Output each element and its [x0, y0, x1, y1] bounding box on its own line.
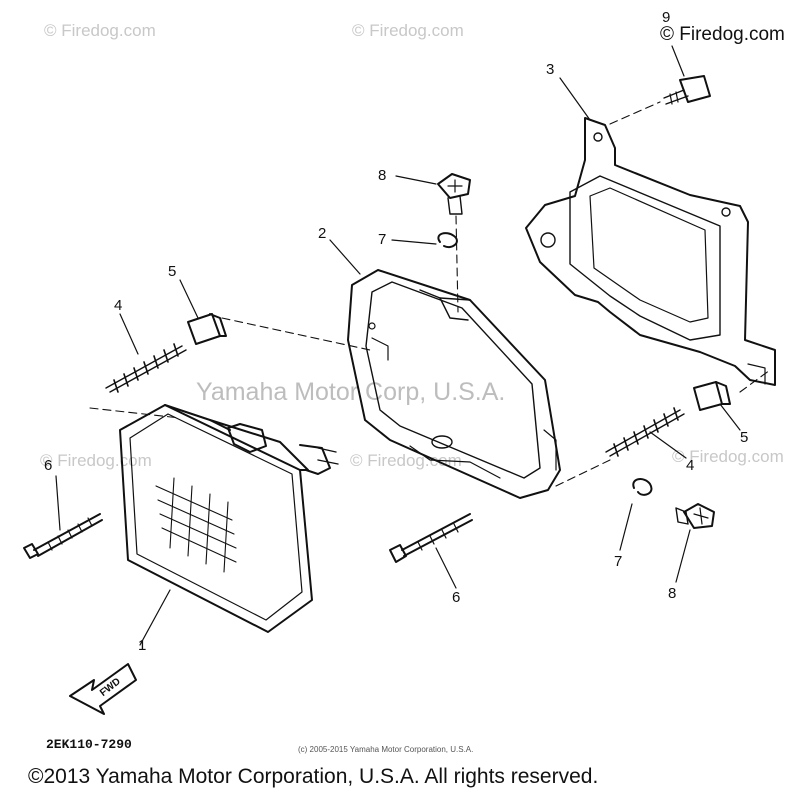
watermark-top-left: © Firedog.com: [44, 21, 156, 40]
callout-3: 3: [546, 61, 555, 78]
fwd-arrow-shape: [69, 663, 137, 715]
watermark-mid-right: © Firedog.com: [672, 447, 784, 466]
callout-4-left: 4: [114, 297, 123, 314]
watermark-top-right: © Firedog.com: [660, 24, 785, 45]
adjust-nut-left: [187, 313, 227, 345]
callout-6-left: 6: [44, 457, 53, 474]
leader-lines: [55, 45, 741, 646]
alignment-lines: [89, 101, 771, 487]
callout-7-bottom: 7: [614, 553, 623, 570]
footer-copyright: ©2013 Yamaha Motor Corporation, U.S.A. A…: [28, 765, 599, 788]
bolt-bottom: [675, 503, 715, 529]
diagram-code: 2EK110-7290: [46, 737, 132, 752]
clip-bottom: [632, 478, 653, 496]
small-copyright: (c) 2005-2015 Yamaha Motor Corporation, …: [298, 745, 474, 754]
screw-right: [389, 513, 473, 563]
callout-7-top: 7: [378, 231, 387, 248]
clip-top: [437, 232, 458, 248]
callout-6-right: 6: [452, 589, 461, 606]
callout-2: 2: [318, 225, 327, 242]
spring-right: [605, 407, 685, 457]
bolt-top: [437, 173, 471, 215]
watermark-mid-left: © Firedog.com: [40, 451, 152, 470]
screw-left: [23, 513, 103, 559]
headlight-frame: [347, 269, 561, 499]
callout-1: 1: [138, 637, 147, 654]
watermark-mid-center: © Firedog.com: [350, 451, 462, 470]
callout-8-top: 8: [378, 167, 387, 184]
callout-8-bottom: 8: [668, 585, 677, 602]
watermark-top-center: © Firedog.com: [352, 21, 464, 40]
callout-5-left: 5: [168, 263, 177, 280]
bolt-nine: [663, 75, 711, 105]
watermark-center: Yamaha Motor Corp, U.S.A.: [196, 378, 506, 406]
adjust-nut-right: [693, 381, 731, 411]
callout-4-right: 4: [686, 457, 695, 474]
spring-left: [105, 343, 187, 393]
callout-5-right: 5: [740, 429, 749, 446]
headlight-unit: [119, 404, 339, 633]
headlight-bracket: [525, 117, 776, 386]
callout-9: 9: [662, 9, 671, 26]
